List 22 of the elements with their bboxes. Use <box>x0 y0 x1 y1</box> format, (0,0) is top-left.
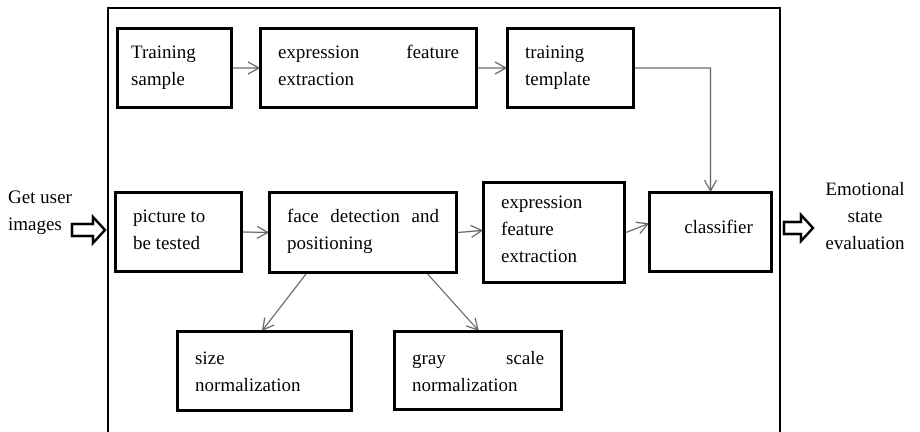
arrow <box>233 61 260 75</box>
arrow <box>458 224 483 238</box>
process-box: Training sample <box>116 27 233 109</box>
block-arrow <box>70 214 107 246</box>
arrow <box>262 274 307 331</box>
arrow <box>626 222 649 234</box>
process-box: gray scale normalization <box>393 330 563 411</box>
system-frame <box>107 7 781 432</box>
process-box: picture to be tested <box>114 191 243 273</box>
block-arrow <box>782 212 815 244</box>
arrow <box>635 67 718 192</box>
process-box: size normalization <box>176 330 353 412</box>
text-label: Emotional state evaluation <box>813 176 917 266</box>
arrow <box>478 61 507 75</box>
process-box: classifier <box>648 191 773 273</box>
process-box: expression feature extraction <box>482 181 626 284</box>
process-box: face detection and positioning <box>268 191 458 274</box>
process-box: expression feature extraction <box>259 27 478 109</box>
arrow <box>242 226 269 239</box>
text-label: Get user images <box>8 184 72 274</box>
arrow <box>427 274 479 331</box>
process-box: training template <box>506 27 635 109</box>
